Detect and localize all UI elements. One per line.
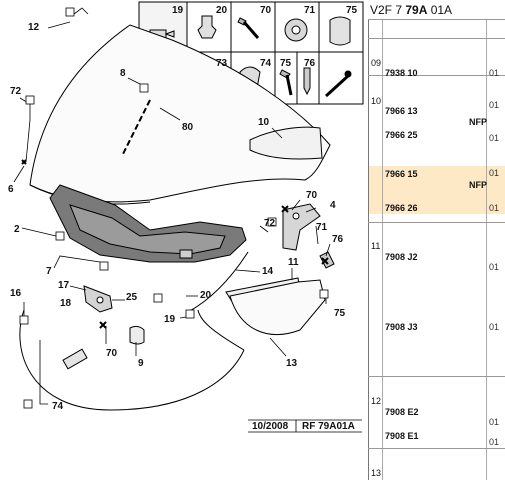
callout-25: 25 [126, 292, 138, 303]
quantity: 01 [489, 68, 500, 78]
insulation-liner [49, 184, 247, 263]
quantity: 01 [489, 262, 500, 272]
callout-74: 74 [52, 401, 64, 412]
callout-70: 70 [306, 190, 318, 201]
callout-2: 2 [14, 224, 20, 235]
table-col-divider-qty [486, 20, 487, 480]
part-reference[interactable]: 7908 E2 [385, 407, 419, 417]
hood-hinge [62, 285, 145, 370]
callout-9: 9 [138, 358, 144, 369]
header-code: 79A [405, 3, 428, 17]
parts-table: 09 7938 10 01 10 7966 13 NFP 01 7966 25 … [368, 20, 505, 480]
callout-8: 8 [120, 68, 126, 79]
callout-72b: 72 [264, 218, 276, 229]
quantity: 01 [489, 322, 500, 332]
quantity: 01 [489, 203, 500, 213]
callout-19: 19 [164, 314, 176, 325]
quantity: 01 [489, 133, 500, 143]
row-divider [368, 376, 505, 377]
cross-markers [21, 159, 329, 329]
part-note: NFP [469, 117, 487, 127]
quantity: 01 [489, 437, 500, 447]
callout-12: 12 [28, 22, 40, 33]
part-reference[interactable]: 7966 25 [385, 130, 418, 140]
front-seal [225, 277, 326, 336]
row-highlight [369, 166, 505, 214]
diagram-date: 10/2008 [252, 421, 289, 432]
callout-10: 10 [258, 117, 270, 128]
callout-7: 7 [46, 266, 52, 277]
callout-17: 17 [58, 280, 70, 291]
leader-lines [13, 7, 331, 405]
part-reference[interactable]: 7908 J3 [385, 322, 418, 332]
part-reference[interactable]: 7908 E1 [385, 431, 419, 441]
table-col-divider [382, 20, 383, 480]
hood-panel [29, 24, 331, 205]
callout-13: 13 [286, 358, 298, 369]
legend-label-73: 73 [216, 58, 228, 69]
callout-76: 76 [332, 234, 344, 245]
callout-72: 72 [10, 86, 22, 97]
part-note: NFP [469, 180, 487, 190]
callout-70b: 70 [106, 348, 118, 359]
quantity: 01 [489, 168, 500, 178]
legend-label-76: 76 [304, 58, 316, 69]
legend-label-75: 75 [346, 5, 358, 16]
part-reference[interactable]: 7966 26 [385, 203, 418, 213]
exploded-parts-diagram: 19 20 70 71 75 73 74 75 76 12 72 6 8 80 … [8, 1, 364, 433]
diagram-reference: RF 79A01A [302, 421, 355, 432]
legend-label-71: 71 [304, 5, 316, 16]
row-number: 13 [371, 468, 382, 478]
header-prefix: V2F 7 [370, 3, 406, 17]
legend-label-70: 70 [260, 5, 272, 16]
callout-18: 18 [60, 298, 72, 309]
part-reference[interactable]: 7908 J2 [385, 252, 418, 262]
diagram-drawing [13, 1, 364, 433]
row-number: 10 [371, 96, 382, 106]
part-reference[interactable]: 7966 13 [385, 106, 418, 116]
callout-11: 11 [288, 257, 299, 268]
legend-label-75b: 75 [280, 58, 292, 69]
row-divider [368, 75, 505, 76]
callout-20: 20 [200, 290, 212, 301]
header-suffix: 01A [427, 3, 453, 17]
callout-6: 6 [8, 184, 14, 195]
row-divider [368, 448, 505, 449]
part-reference[interactable]: 7938 10 [385, 68, 418, 78]
footer-box [248, 419, 362, 433]
release-cable [19, 251, 249, 411]
callout-4: 4 [330, 200, 336, 211]
row-divider [368, 38, 505, 39]
reference-markers [19, 7, 329, 409]
row-number: 09 [371, 58, 382, 68]
callout-75: 75 [334, 308, 346, 319]
callout-16: 16 [10, 288, 22, 299]
row-number: 12 [371, 396, 382, 406]
quantity: 01 [489, 100, 500, 110]
catalog-code-header: V2F 7 79A 01A [368, 0, 505, 20]
quantity: 01 [489, 417, 500, 427]
row-number: 11 [371, 241, 381, 251]
row-divider [368, 222, 505, 223]
callout-71: 71 [316, 222, 328, 233]
table-left-border [368, 20, 369, 480]
legend-label-74: 74 [260, 58, 272, 69]
callout-80: 80 [182, 122, 194, 133]
legend-label-20: 20 [216, 5, 228, 16]
callout-14: 14 [262, 266, 274, 277]
part-reference[interactable]: 7966 15 [385, 169, 418, 179]
legend-label-19: 19 [172, 5, 184, 16]
